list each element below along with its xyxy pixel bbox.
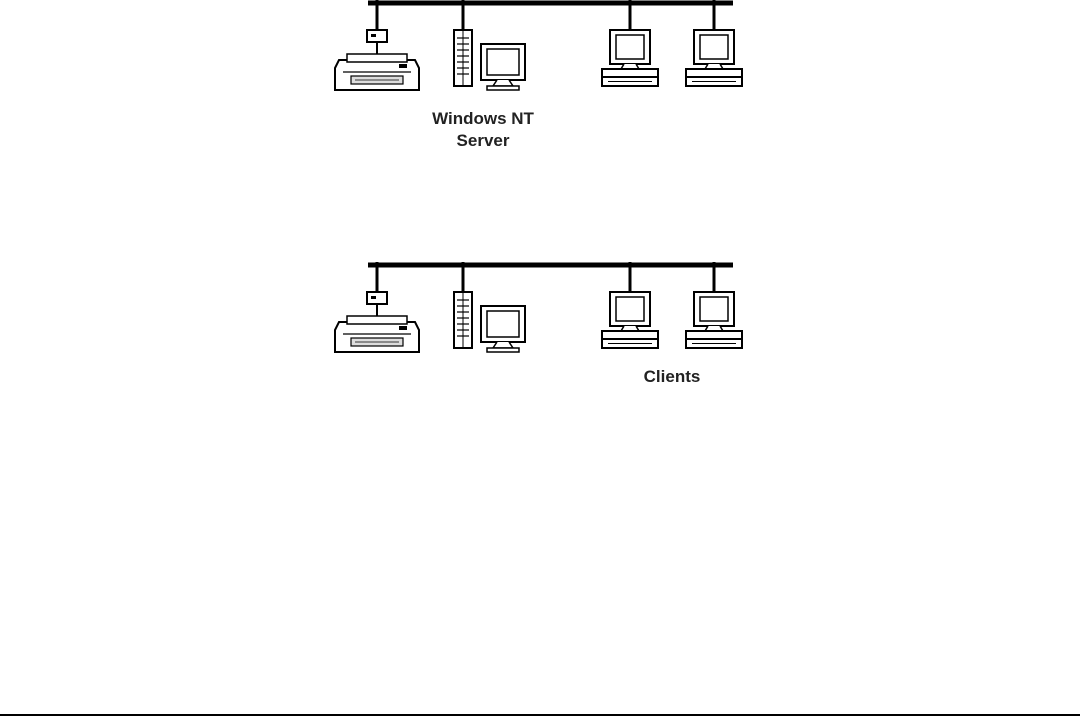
client-workstation-icon (602, 0, 658, 86)
monitor-icon (481, 44, 525, 90)
server-label-line1: Windows NT (432, 109, 534, 128)
server-label-line2: Server (457, 131, 510, 150)
monitor-icon (481, 306, 525, 352)
server-tower-icon (454, 0, 472, 86)
client-workstation-icon (686, 0, 742, 86)
printer-icon (335, 0, 419, 90)
network-2: Clients (335, 262, 742, 386)
client-workstation-icon (602, 262, 658, 348)
client-workstation-icon (686, 262, 742, 348)
network-1: Windows NT Server (335, 0, 742, 150)
clients-label: Clients (644, 367, 701, 386)
printer-icon (335, 262, 419, 352)
server-tower-icon (454, 262, 472, 348)
